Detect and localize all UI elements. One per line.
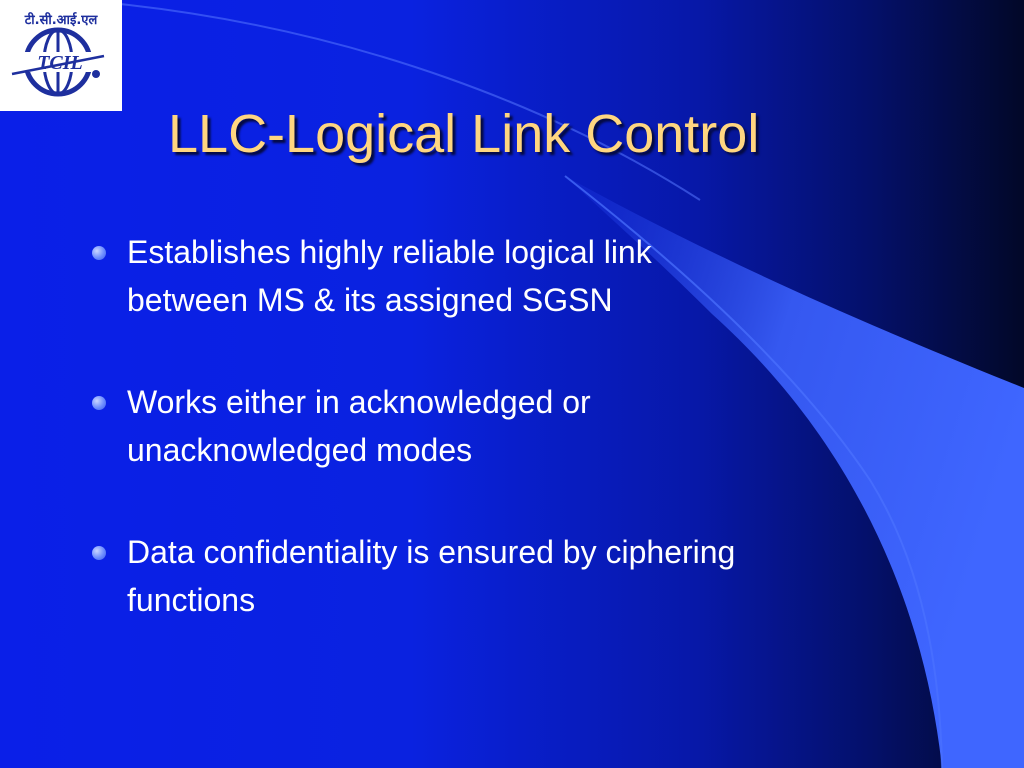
logo: टी.सी.आई.एल TCIL (0, 0, 122, 111)
bullet-icon (92, 546, 106, 560)
top-arc-line (119, 3, 701, 201)
swoosh-edge-line (564, 175, 943, 768)
bullet-icon (92, 396, 106, 410)
bullet-line: Data confidentiality is ensured by ciphe… (127, 534, 736, 570)
slide-title: LLC-Logical Link Control (168, 104, 760, 164)
bullet-line: Establishes highly reliable logical link (127, 234, 652, 270)
bullet-line: functions (127, 582, 256, 618)
bullet-line: Works either in acknowledged or (127, 384, 591, 420)
bullet-item: Data confidentiality is ensured by ciphe… (92, 528, 912, 624)
bullet-list: Establishes highly reliable logical link… (92, 228, 912, 678)
globe-logo-icon: टी.सी.आई.एल TCIL (11, 12, 108, 97)
bullet-icon (92, 246, 106, 260)
bullet-line: between MS & its assigned SGSN (127, 282, 613, 318)
swoosh-band (565, 176, 1024, 768)
logo-devanagari: टी.सी.आई.एल (24, 12, 99, 28)
logo-text: TCIL (37, 52, 83, 74)
bullet-line: unacknowledged modes (127, 432, 473, 468)
bullet-item: Establishes highly reliable logical link… (92, 228, 912, 324)
bullet-item: Works either in acknowledged or unacknow… (92, 378, 912, 474)
